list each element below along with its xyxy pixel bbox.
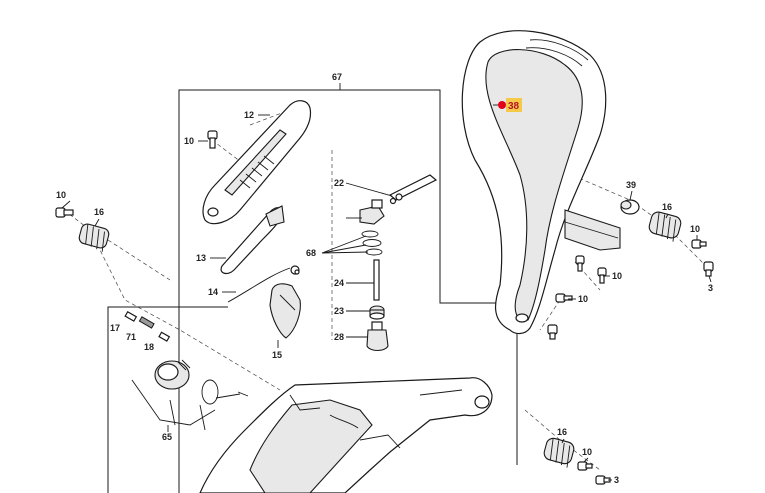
screw-10-top[interactable] [207, 130, 218, 149]
screw-10-right-a[interactable] [597, 267, 607, 284]
leader-dashes [63, 107, 706, 471]
pin-17[interactable] [124, 310, 138, 322]
label-16-b: 16 [662, 202, 672, 212]
svg-text:65: 65 [162, 432, 172, 442]
label-15: 15 [272, 350, 282, 360]
av-spring-16-bottom[interactable] [543, 437, 576, 468]
svg-text:16: 16 [94, 207, 104, 217]
label-24: 24 [334, 278, 344, 288]
label-3-a: 3 [708, 283, 713, 293]
svg-text:24: 24 [334, 278, 344, 288]
screw-3-a[interactable] [703, 261, 714, 277]
fuel-line-22[interactable] [388, 174, 438, 205]
screw-10-mid[interactable] [575, 255, 585, 272]
label-23: 23 [334, 306, 344, 316]
throttle-trigger-13[interactable] [220, 205, 285, 275]
label-22: 22 [334, 178, 344, 188]
handle-mount-bracket[interactable] [564, 209, 621, 251]
svg-text:39: 39 [626, 180, 636, 190]
label-38-highlight[interactable]: 38 [498, 98, 522, 112]
handle-cover-12[interactable] [202, 100, 312, 225]
front-handle-bar[interactable] [461, 30, 607, 335]
svg-text:10: 10 [582, 447, 592, 457]
label-65: 65 [162, 432, 172, 442]
label-10-e: 10 [578, 294, 588, 304]
throttle-lockout-15[interactable] [269, 283, 301, 339]
svg-text:67: 67 [332, 72, 342, 82]
screw-3-b[interactable] [595, 475, 611, 485]
svg-text:10: 10 [612, 271, 622, 281]
oil-cap-65[interactable] [131, 359, 249, 431]
screw-lower[interactable] [547, 324, 558, 340]
bushing-39[interactable] [620, 199, 640, 215]
label-10-b: 10 [56, 190, 66, 200]
screw-10-right-b[interactable] [555, 293, 573, 303]
label-10-c: 10 [690, 224, 700, 234]
handle-housing[interactable] [199, 377, 493, 493]
av-spring-16-left[interactable] [78, 223, 110, 252]
svg-text:23: 23 [334, 306, 344, 316]
pin-18[interactable] [158, 331, 171, 342]
label-71: 71 [126, 332, 136, 342]
svg-text:12: 12 [244, 110, 254, 120]
label-67: 67 [330, 71, 348, 83]
label-17: 17 [110, 323, 120, 333]
label-12: 12 [244, 110, 254, 120]
label-10-a: 10 [184, 136, 194, 146]
pin-24[interactable] [373, 259, 380, 301]
grommet-23[interactable] [369, 305, 385, 320]
screw-10-far[interactable] [691, 239, 707, 249]
label-39: 39 [626, 180, 636, 190]
leader-lines [61, 104, 712, 481]
screw-10-bottom[interactable] [577, 461, 593, 471]
svg-text:10: 10 [690, 224, 700, 234]
svg-text:18: 18 [144, 342, 154, 352]
svg-text:16: 16 [662, 202, 672, 212]
label-10-f: 10 [582, 447, 592, 457]
svg-text:28: 28 [334, 332, 344, 342]
svg-text:68: 68 [306, 248, 316, 258]
svg-text:22: 22 [334, 178, 344, 188]
label-14: 14 [208, 287, 218, 297]
label-18: 18 [144, 342, 154, 352]
screw-10-left[interactable] [55, 207, 74, 218]
fuel-fitting[interactable] [359, 199, 385, 256]
label-28: 28 [334, 332, 344, 342]
svg-text:10: 10 [578, 294, 588, 304]
svg-text:16: 16 [557, 427, 567, 437]
svg-text:17: 17 [110, 323, 120, 333]
svg-text:3: 3 [614, 475, 619, 485]
spring-71[interactable] [138, 316, 155, 329]
svg-text:10: 10 [184, 136, 194, 146]
svg-text:13: 13 [196, 253, 206, 263]
svg-text:71: 71 [126, 332, 136, 342]
svg-text:38: 38 [508, 101, 520, 112]
label-10-d: 10 [612, 271, 622, 281]
fuel-filter-28[interactable] [366, 321, 389, 352]
label-16-c: 16 [557, 427, 567, 437]
svg-text:3: 3 [708, 283, 713, 293]
svg-text:15: 15 [272, 350, 282, 360]
label-13: 13 [196, 253, 206, 263]
svg-text:14: 14 [208, 287, 218, 297]
spring-wire-14[interactable] [227, 265, 300, 303]
label-3-b: 3 [614, 475, 619, 485]
svg-text:10: 10 [56, 190, 66, 200]
label-16-a: 16 [94, 207, 104, 217]
label-68: 68 [306, 248, 316, 258]
